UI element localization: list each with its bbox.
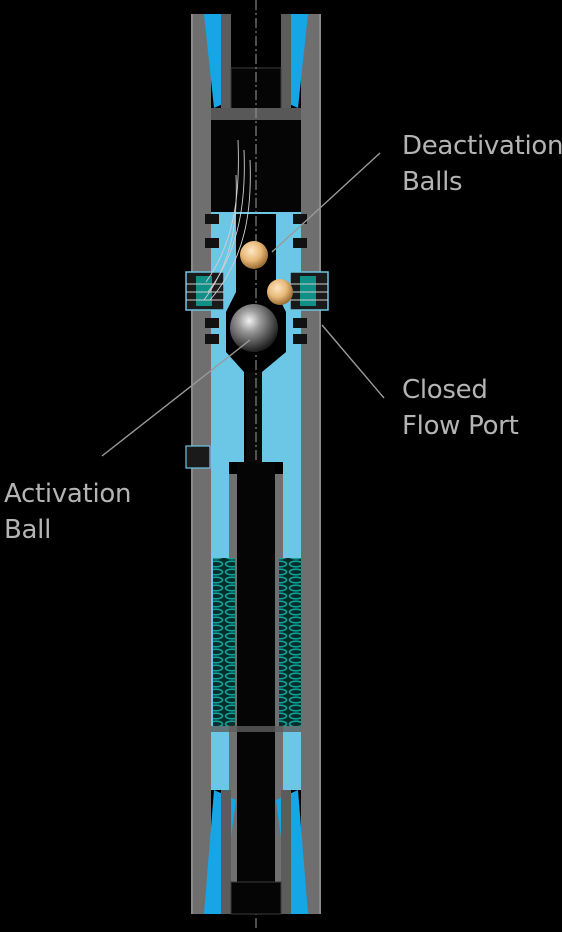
top-inner-left bbox=[221, 14, 231, 110]
bottom-inner-left bbox=[221, 790, 231, 914]
activation-ball-label: Activation Ball bbox=[4, 476, 131, 548]
deactivation-ball-upper bbox=[240, 241, 268, 269]
activation-ball-label-line2: Ball bbox=[4, 515, 52, 545]
housing-right-edge bbox=[319, 14, 321, 914]
activation-ball bbox=[230, 304, 278, 352]
flow-streamlines bbox=[203, 139, 251, 301]
side-fitting bbox=[185, 445, 211, 469]
seal-gland-left-2 bbox=[205, 238, 219, 248]
spring-right bbox=[279, 558, 301, 726]
ball-seat-sleeve bbox=[211, 212, 301, 462]
closed-flow-port-label: Closed Flow Port bbox=[402, 372, 519, 444]
seal-gland-right-3 bbox=[293, 318, 307, 328]
flow-port-right bbox=[289, 271, 329, 311]
closed-flow-port-leader bbox=[321, 324, 385, 399]
spring-stop bbox=[211, 726, 301, 732]
seal-gland-left-3 bbox=[205, 318, 219, 328]
top-inner-right bbox=[281, 14, 291, 110]
seal-gland-right-2 bbox=[293, 238, 307, 248]
sleeve-inner-bore-shadow bbox=[246, 372, 262, 462]
closed-flow-port-label-line1: Closed bbox=[402, 375, 488, 405]
seal-gland-left-1 bbox=[205, 214, 219, 224]
spring-left bbox=[213, 558, 235, 726]
seal-gland-right-1 bbox=[293, 214, 307, 224]
seal-gland-right-4 bbox=[293, 334, 307, 344]
bottom-connection-bore bbox=[230, 881, 282, 915]
housing-right-wall bbox=[301, 14, 321, 914]
bottom-inner-right bbox=[281, 790, 291, 914]
deactivation-leader bbox=[271, 152, 381, 253]
deactivation-balls-label: Deactivation Balls bbox=[402, 128, 562, 200]
activation-ball-label-line1: Activation bbox=[4, 479, 132, 509]
seal-gland-left-4 bbox=[205, 334, 219, 344]
closed-flow-port-label-line2: Flow Port bbox=[402, 411, 519, 441]
lower-bore bbox=[237, 462, 275, 882]
activation-leader bbox=[101, 339, 251, 457]
deactivation-ball-lower bbox=[267, 279, 293, 305]
deactivation-balls-label-line1: Deactivation bbox=[402, 131, 562, 161]
deactivation-balls-label-line2: Balls bbox=[402, 167, 463, 197]
